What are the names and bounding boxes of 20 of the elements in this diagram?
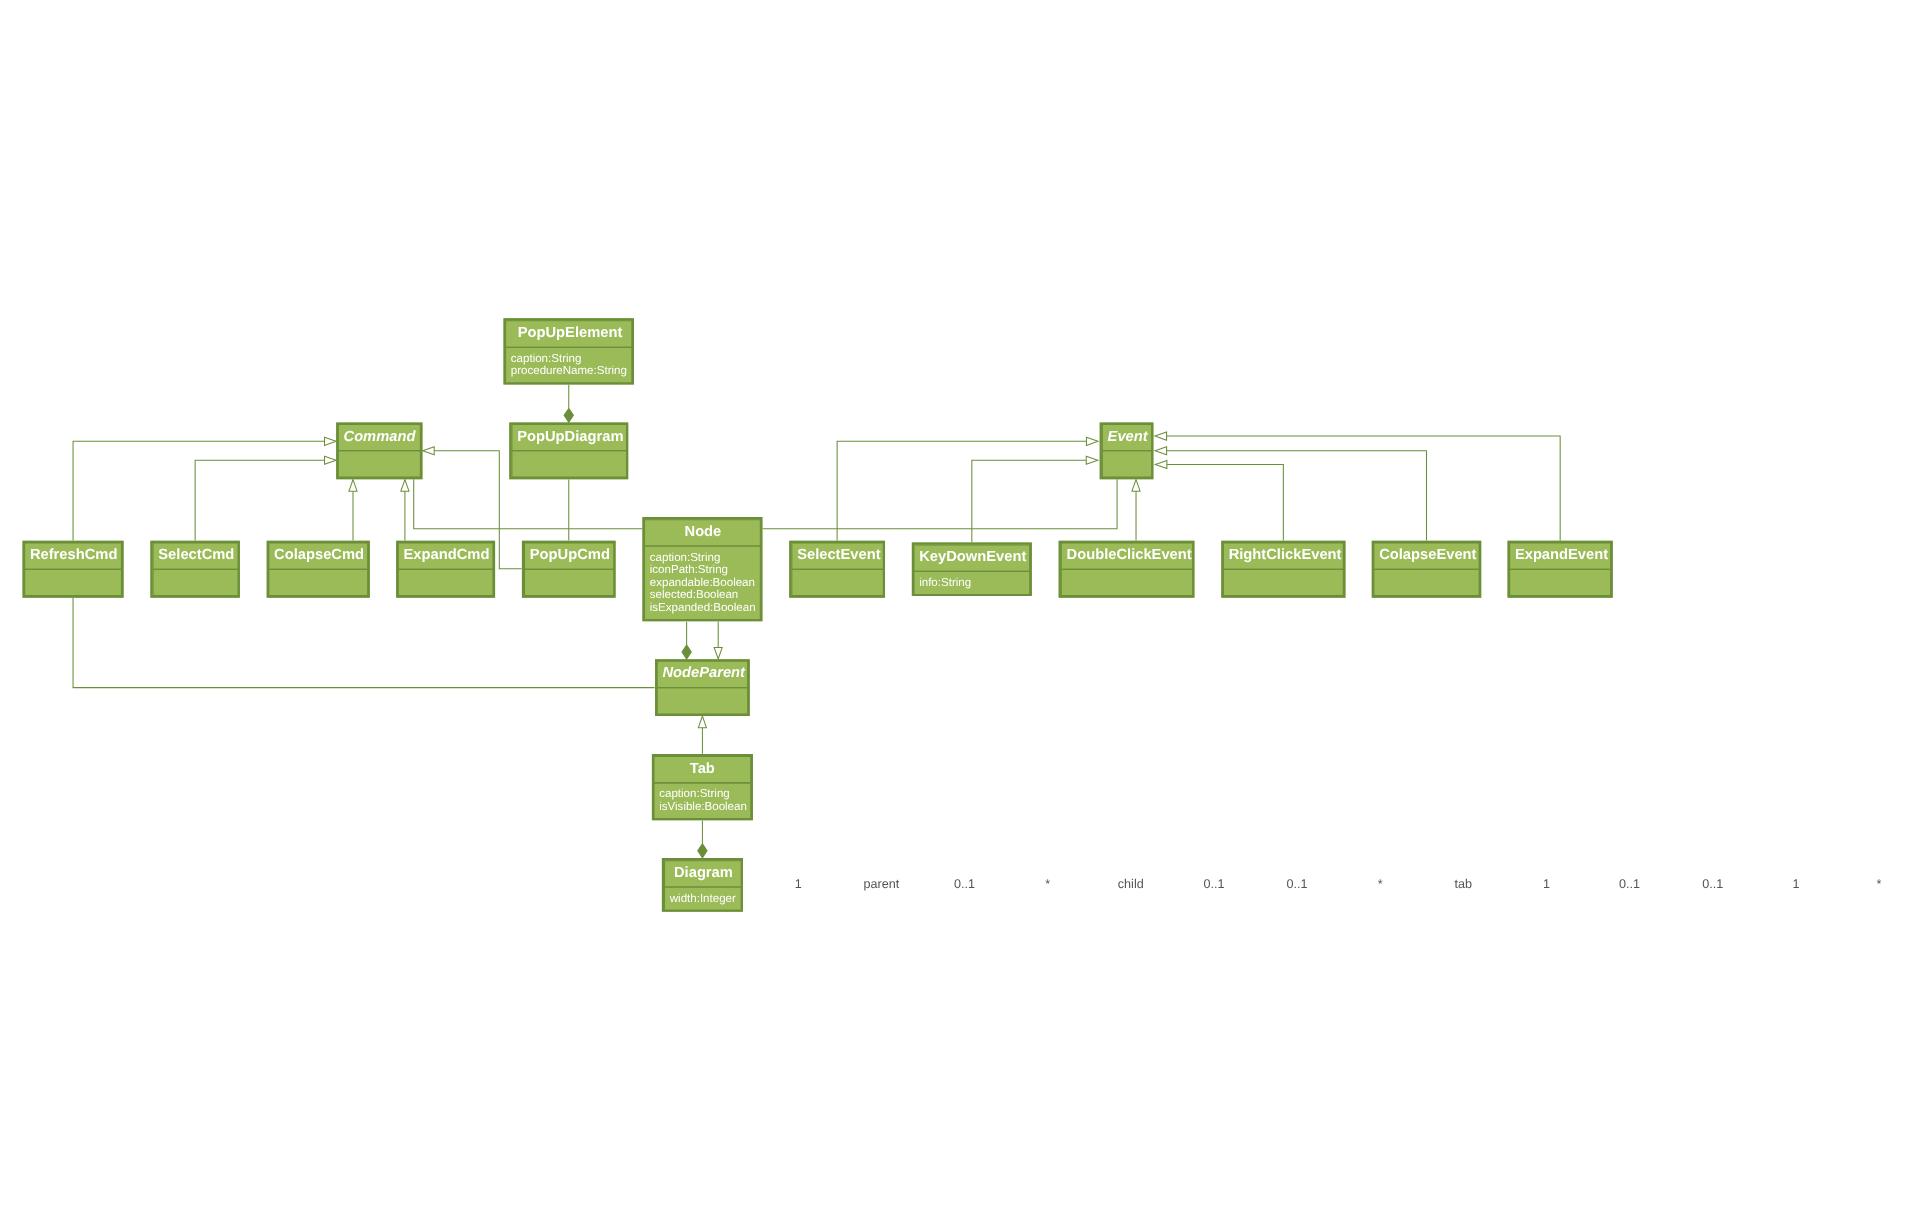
arrow [713,620,723,661]
arrow [400,478,410,542]
arrow [72,436,338,542]
connector [697,819,708,859]
arrow [194,455,338,542]
arrow [1153,446,1428,542]
arrow [348,478,358,542]
connector [413,478,643,530]
arrow [697,714,708,755]
connector [72,597,656,689]
arrow [971,455,1100,543]
arrow [1153,459,1284,542]
arrow [421,446,523,570]
connector [762,478,1118,530]
connector [568,479,570,542]
connector [681,621,692,660]
connector [563,384,574,424]
arrow [836,436,1100,542]
arrow [1153,431,1561,542]
arrow [1131,478,1141,542]
